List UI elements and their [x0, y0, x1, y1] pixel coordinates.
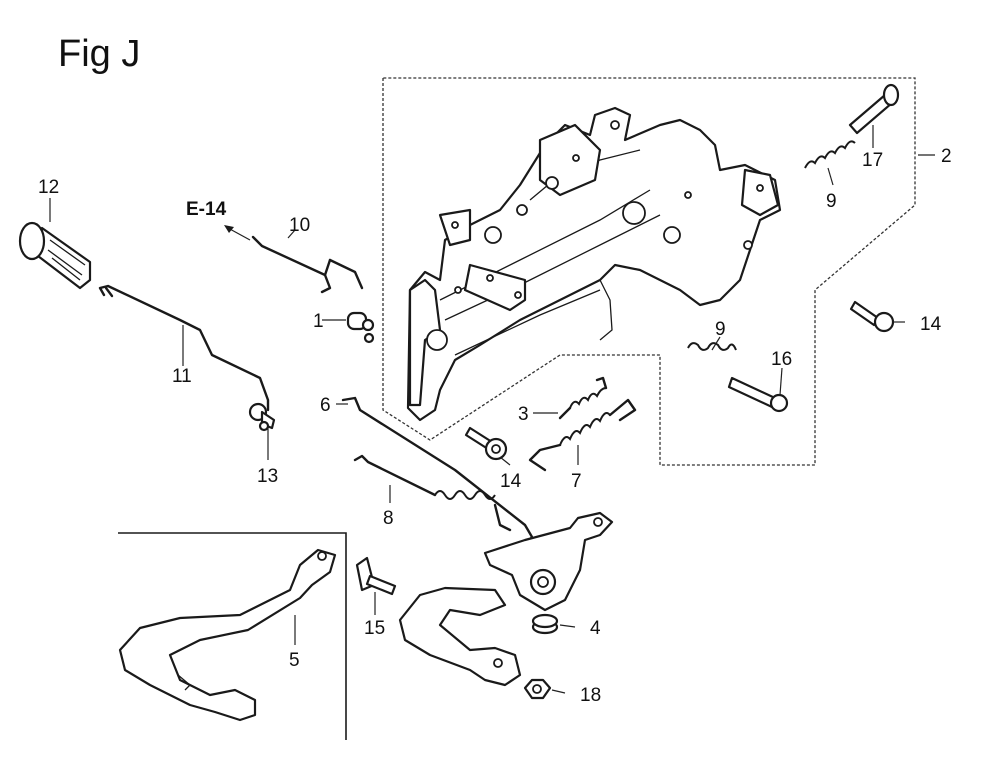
throttle-lever — [398, 586, 522, 687]
choke-rod — [251, 235, 364, 294]
governor-arm — [483, 511, 614, 635]
assembly-boundary — [382, 77, 916, 466]
callout-14-center: 14 — [500, 471, 522, 492]
callout-17: 17 — [862, 150, 883, 171]
callout-6: 6 — [320, 395, 331, 416]
callout-4: 4 — [590, 618, 601, 639]
callout-9-lower: 9 — [715, 319, 726, 340]
callout-14-right: 14 — [920, 314, 942, 335]
control-base-assembly — [406, 106, 782, 422]
inset-frame — [118, 532, 347, 740]
callout-15: 15 — [364, 618, 385, 639]
callout-2: 2 — [941, 146, 952, 167]
callout-3: 3 — [518, 404, 529, 425]
governor-spring-rod — [353, 454, 512, 532]
rod-joint — [346, 311, 375, 344]
control-knob — [18, 221, 92, 290]
callout-7: 7 — [571, 471, 582, 492]
governor-spring — [528, 398, 637, 472]
flange-bolt-center — [464, 426, 508, 461]
spring-lower — [687, 342, 737, 351]
callout-13: 13 — [257, 466, 278, 487]
callout-5: 5 — [289, 650, 300, 671]
flange-bolt-right — [849, 300, 895, 333]
leader-lines — [49, 125, 935, 694]
rod-clip — [248, 402, 276, 432]
callout-1: 1 — [313, 311, 324, 332]
callout-9-upper: 9 — [826, 191, 837, 212]
adjusting-screw — [848, 83, 900, 135]
control-rod — [98, 284, 270, 412]
spring-upper — [804, 140, 856, 169]
callout-11: 11 — [172, 366, 192, 387]
callout-16: 16 — [771, 349, 792, 370]
reference-e14: E-14 — [186, 199, 251, 241]
callout-18: 18 — [580, 685, 601, 706]
callout-12: 12 — [38, 177, 59, 198]
stop-screw — [727, 376, 789, 413]
callout-8: 8 — [383, 508, 394, 529]
callout-labels: 1 2 3 4 5 6 7 8 9 9 10 11 12 13 14 14 15… — [38, 146, 952, 706]
figure-title: Fig J — [58, 33, 140, 75]
flange-nut — [523, 678, 552, 700]
callout-10: 10 — [289, 215, 310, 236]
control-lever-inset — [118, 548, 337, 722]
washer-bolt — [355, 556, 397, 596]
svg-text:E-14: E-14 — [186, 199, 227, 220]
return-spring — [558, 376, 608, 420]
